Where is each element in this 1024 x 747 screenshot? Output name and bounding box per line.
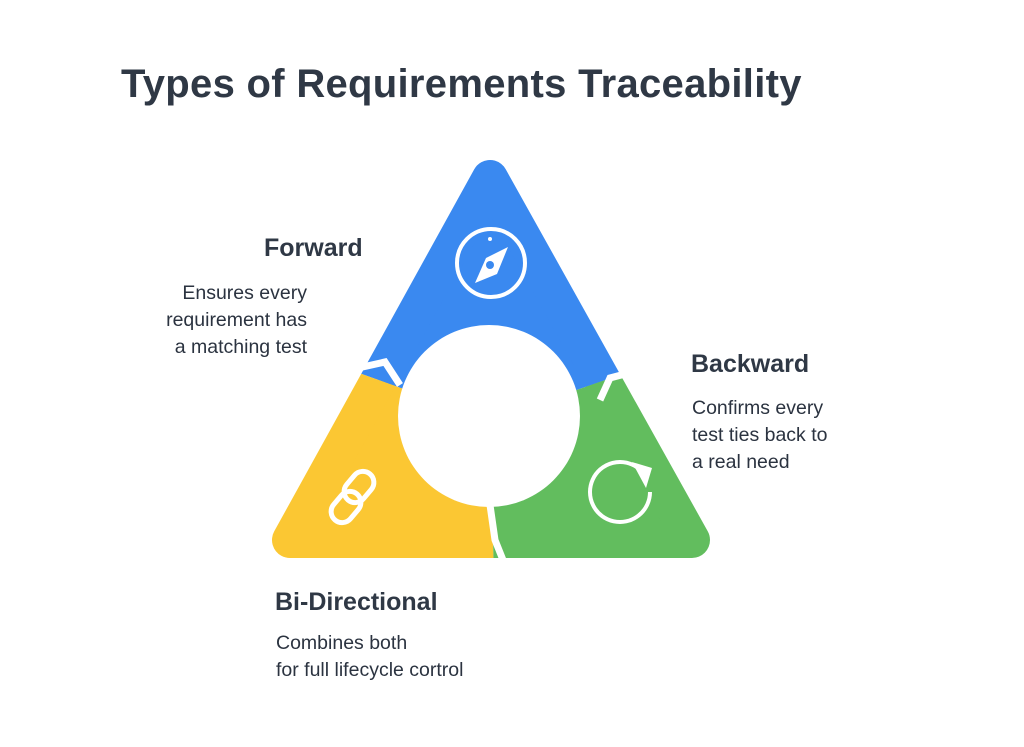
- backward-description: Confirms every test ties back to a real …: [692, 395, 827, 476]
- segment-dividers: [339, 358, 641, 567]
- forward-description: Ensures every requirement has a matching…: [166, 280, 307, 361]
- forward-heading: Forward: [264, 234, 363, 262]
- description-line: requirement has: [166, 309, 307, 331]
- description-line: a real need: [692, 451, 790, 473]
- center-circle: [398, 325, 580, 507]
- description-line: Ensures every: [182, 282, 307, 304]
- description-line: for full lifecycle cortrol: [276, 659, 464, 681]
- page-title: Types of Requirements Traceability: [121, 62, 802, 106]
- bidirectional-segment: [272, 368, 495, 558]
- link-icon: [328, 468, 377, 526]
- description-line: Confirms every: [692, 397, 824, 419]
- description-line: a matching test: [174, 336, 307, 358]
- description-line: Combines both: [276, 632, 408, 654]
- bidirectional-description: Combines both for full lifecycle cortrol: [276, 630, 463, 684]
- bidirectional-heading: Bi-Directional: [275, 588, 438, 616]
- refresh-icon: [588, 460, 652, 524]
- description-line: test ties back to: [692, 424, 828, 446]
- compass-icon: [455, 227, 527, 299]
- backward-heading: Backward: [691, 350, 810, 378]
